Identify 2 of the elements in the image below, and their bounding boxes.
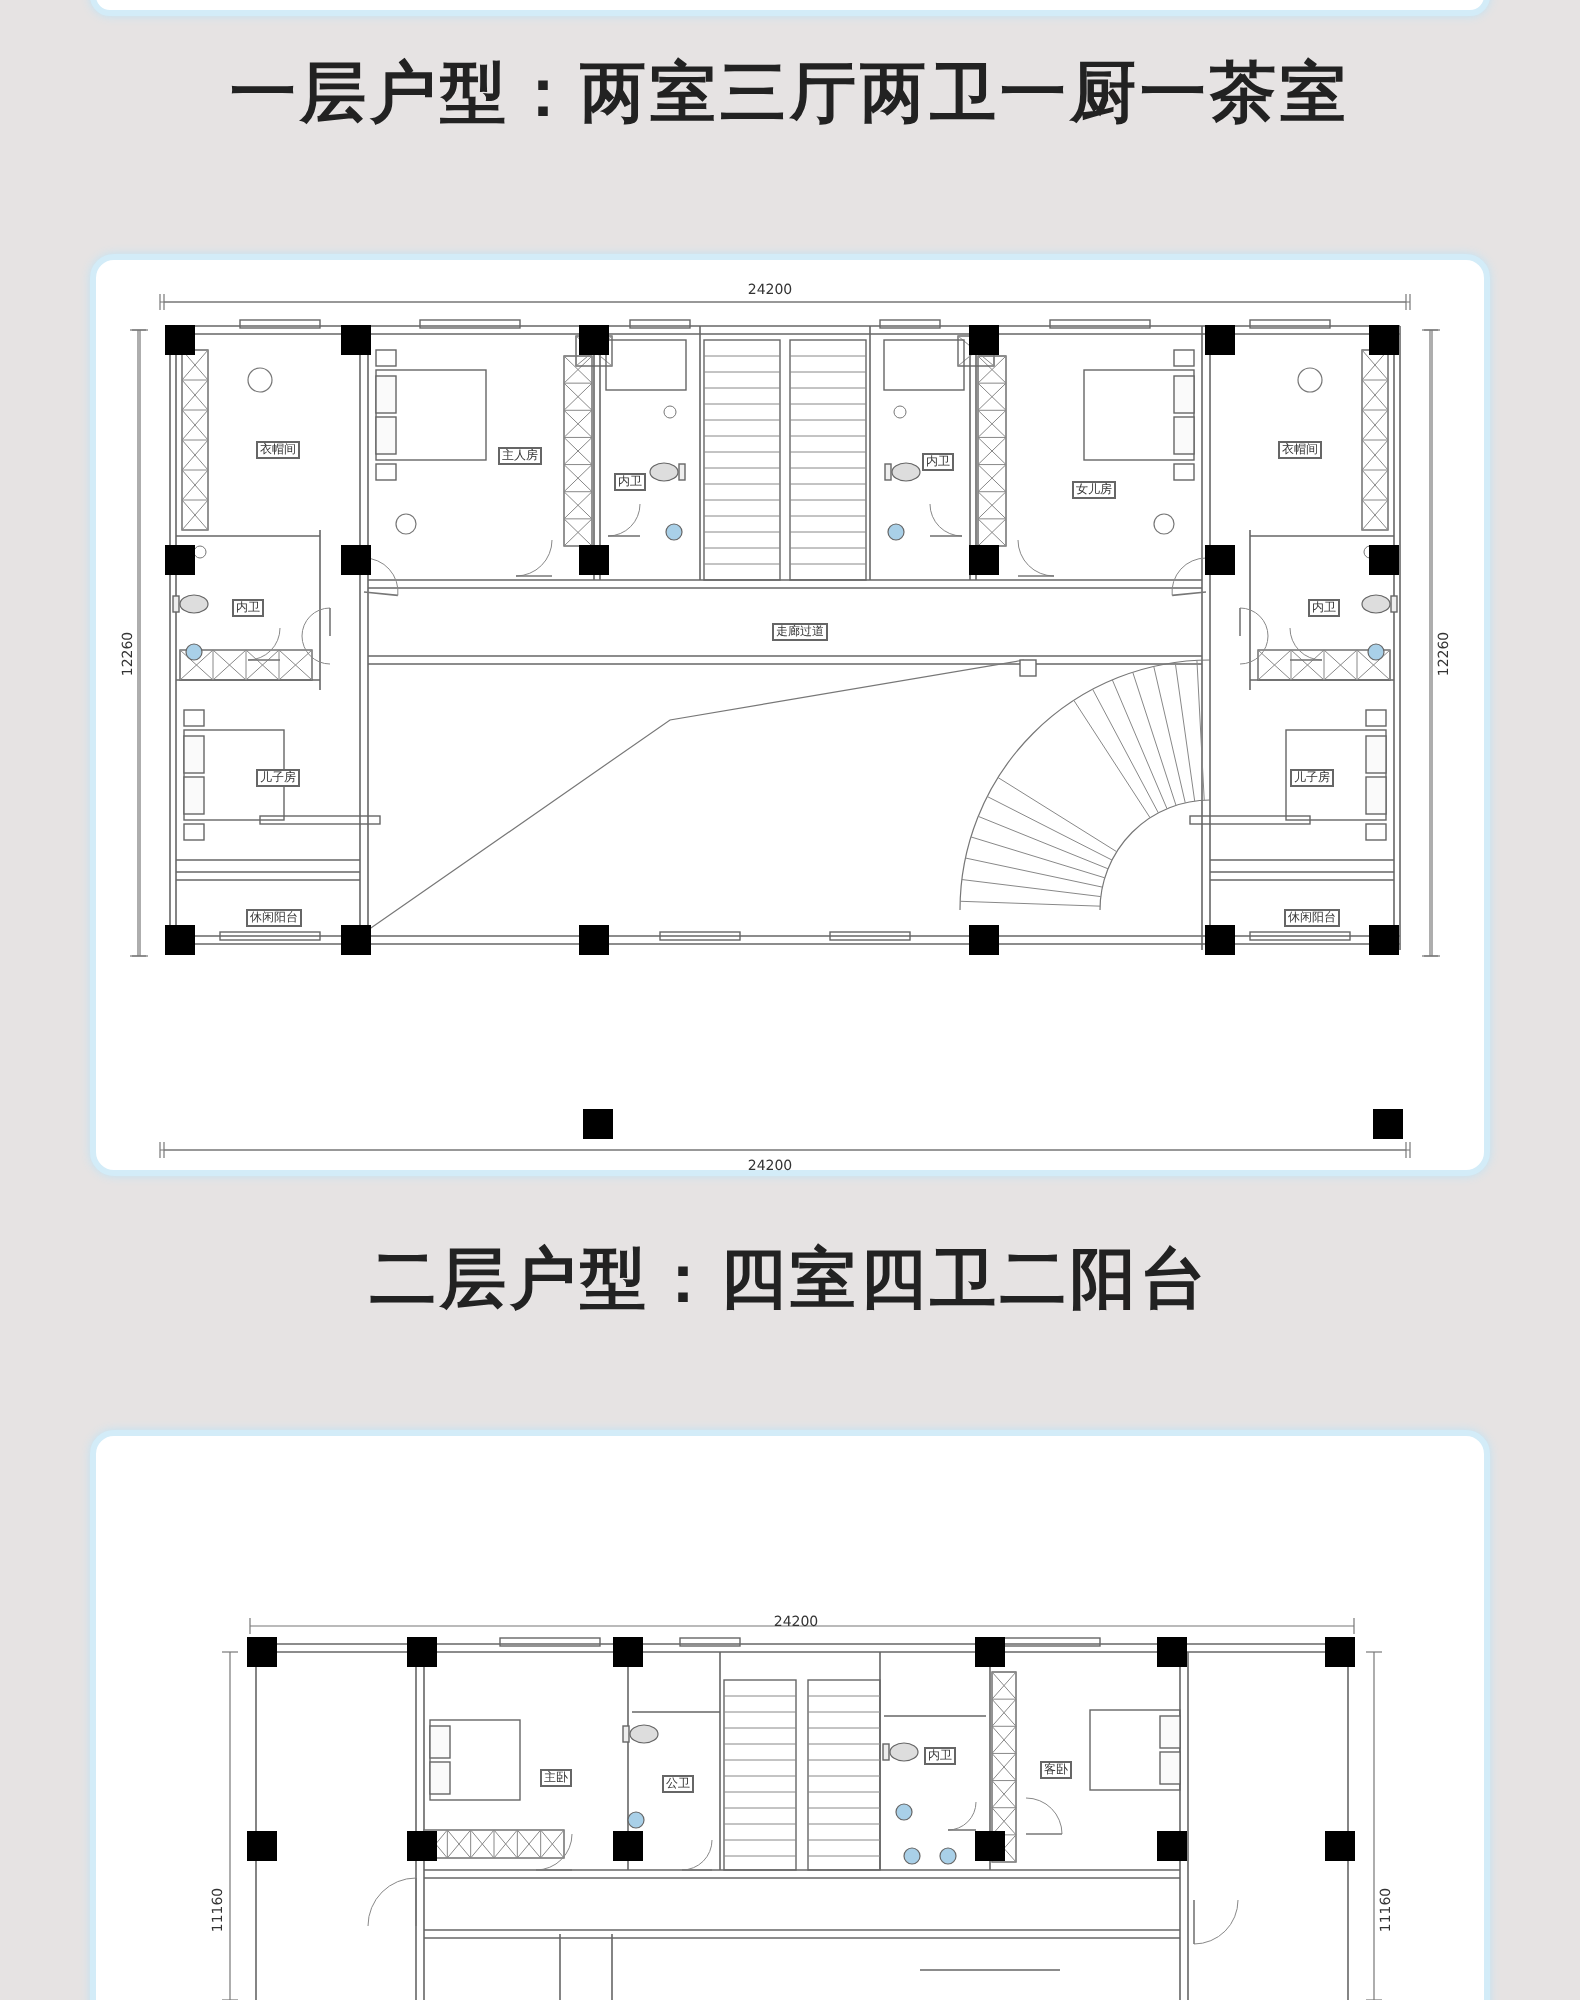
- heading: 二层户型：四室四卫二阳台: [370, 1237, 1210, 1321]
- heading: 一层户型：两室三厅两卫一厨一茶室: [230, 51, 1350, 135]
